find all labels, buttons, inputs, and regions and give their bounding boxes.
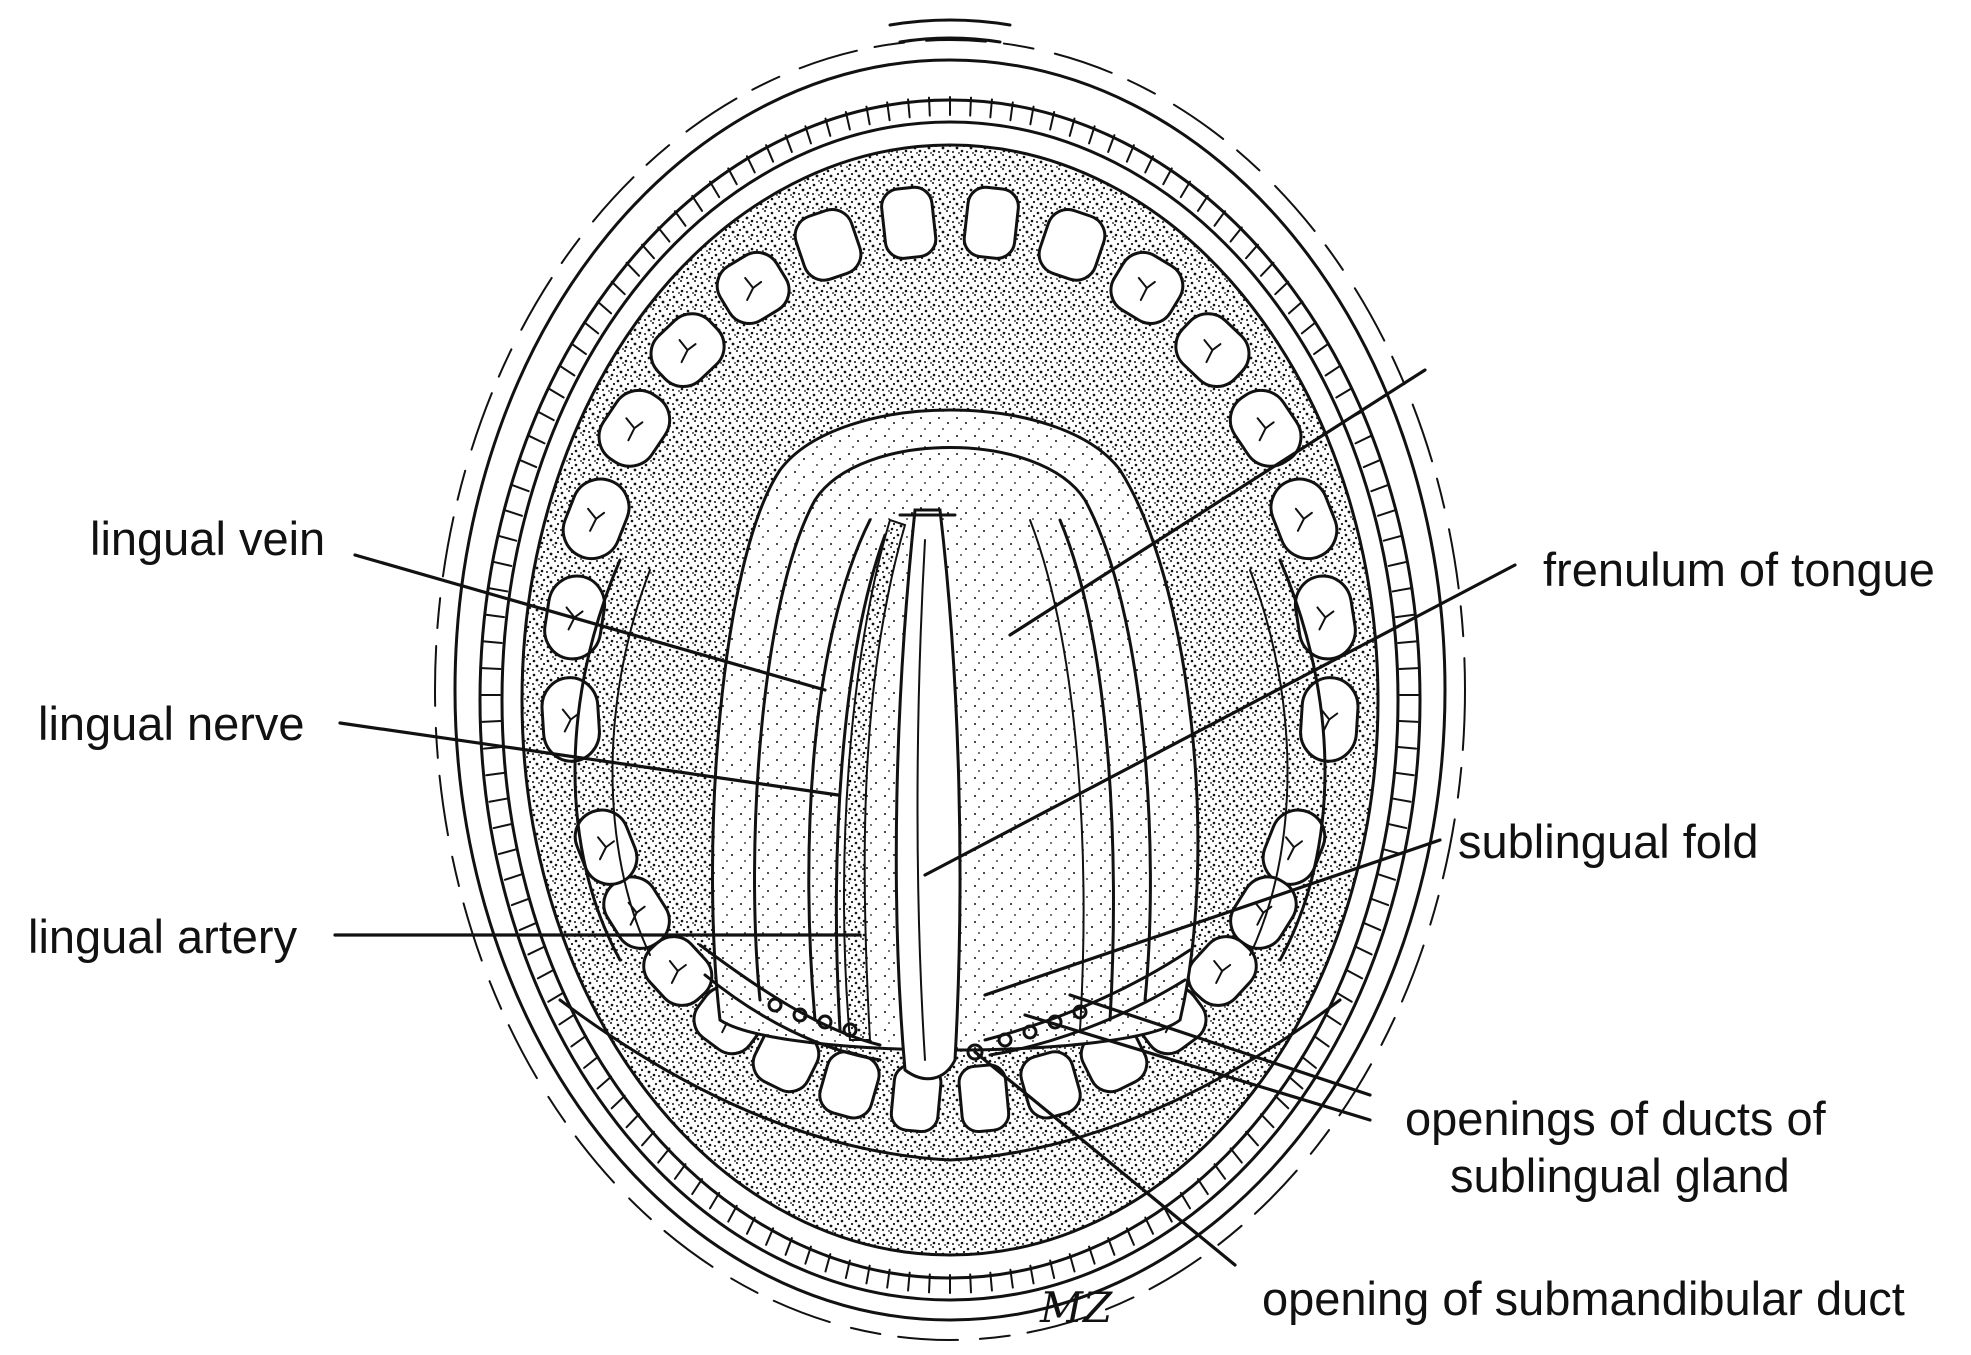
labels: lingual vein lingual nerve lingual arter… <box>28 512 1935 1332</box>
tooth-cusp <box>1316 606 1335 631</box>
tooth <box>880 185 938 260</box>
tooth-cusp <box>1213 959 1232 984</box>
leader-lines <box>333 368 1517 1267</box>
leader-frenulum-lower <box>923 563 1517 877</box>
label-sublingual-fold: sublingual fold <box>1458 815 1759 868</box>
tooth-cusp <box>744 276 763 301</box>
leader-ducts-b <box>1023 1013 1372 1122</box>
tooth <box>793 208 863 282</box>
leader-sublingual-fold <box>983 838 1442 997</box>
tooth-cusp <box>1256 417 1275 442</box>
tooth-cusp <box>596 836 615 861</box>
tooth <box>957 1063 1011 1134</box>
artist-signature: MZ <box>1039 1283 1113 1332</box>
label-lingual-artery: lingual artery <box>28 910 298 963</box>
tooth-cusp <box>668 959 687 984</box>
duct-openings-left <box>767 997 858 1038</box>
leader-ducts-a <box>1068 993 1372 1097</box>
tooth <box>962 185 1020 260</box>
label-submandibular: opening of submandibular duct <box>1262 1272 1905 1325</box>
tooth-cusp <box>1294 507 1313 532</box>
side-gums <box>573 558 1327 962</box>
tooth-cusp <box>587 507 606 532</box>
label-lingual-vein: lingual vein <box>90 512 325 565</box>
tooth-cusp <box>625 417 644 442</box>
submandibular-duct-opening <box>966 1043 984 1061</box>
leader-lingual-vein <box>353 553 827 692</box>
label-ducts-line1: openings of ducts of <box>1405 1092 1827 1145</box>
frenulum-of-tongue <box>894 508 962 1081</box>
tooth-cusp <box>1285 836 1304 861</box>
tooth-cusp <box>678 339 697 364</box>
label-ducts-line2: sublingual gland <box>1450 1149 1790 1202</box>
upper-teeth <box>540 185 1360 763</box>
leader-lingual-nerve <box>338 721 840 797</box>
label-lingual-nerve: lingual nerve <box>38 697 305 750</box>
tooth-cusp <box>1137 276 1156 301</box>
tooth-cusp <box>1203 339 1222 364</box>
lower-teeth <box>573 808 1327 1134</box>
leader-submandibular <box>973 1050 1237 1267</box>
tooth-cusp <box>1320 708 1339 733</box>
tooth <box>1037 208 1107 282</box>
leader-frenulum-upper <box>1008 368 1427 637</box>
label-frenulum: frenulum of tongue <box>1543 543 1935 596</box>
outer-lips <box>434 18 1466 1341</box>
lower-gum-ridge <box>558 998 1342 1162</box>
